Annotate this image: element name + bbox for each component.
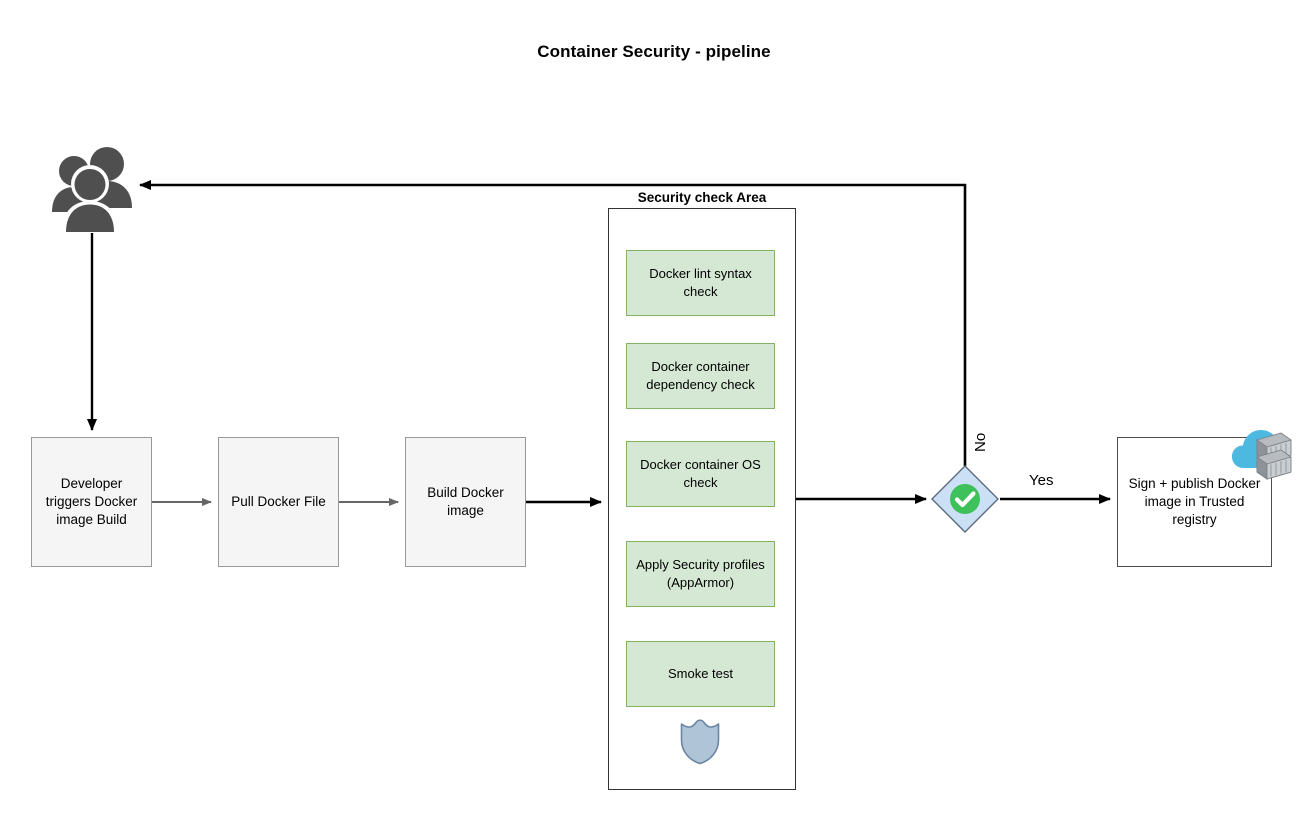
node-developer-triggers[interactable]: Developer triggers Docker image Build	[31, 437, 152, 567]
node-label: Developer triggers Docker image Build	[45, 475, 138, 528]
check-label: Smoke test	[667, 666, 734, 682]
edge-label-yes: Yes	[1029, 472, 1054, 489]
shield-icon	[678, 716, 722, 766]
node-build-docker-image[interactable]: Build Docker image	[405, 437, 526, 567]
check-docker-container-dependency[interactable]: Docker container dependency check	[626, 343, 775, 409]
cloud-server-registry-icon	[1231, 424, 1293, 482]
check-apply-security-profiles[interactable]: Apply Security profiles (AppArmor)	[626, 541, 775, 607]
node-label: Pull Docker File	[231, 493, 326, 509]
check-docker-lint-syntax[interactable]: Docker lint syntax check	[626, 250, 775, 316]
node-label: Build Docker image	[427, 484, 504, 518]
check-label: Apply Security profiles (AppArmor)	[636, 557, 765, 590]
security-area-title: Security check Area	[637, 190, 767, 205]
check-label: Docker container dependency check	[646, 359, 755, 392]
node-sign-publish-registry[interactable]: Sign + publish Docker image in Trusted r…	[1117, 437, 1272, 567]
check-docker-container-os[interactable]: Docker container OS check	[626, 441, 775, 507]
node-pull-docker-file[interactable]: Pull Docker File	[218, 437, 339, 567]
people-group-icon	[44, 140, 140, 236]
check-smoke-test[interactable]: Smoke test	[626, 641, 775, 707]
node-label: Sign + publish Docker image in Trusted r…	[1128, 475, 1261, 528]
check-label: Docker container OS check	[640, 457, 761, 490]
page-title: Container Security - pipeline	[537, 42, 771, 61]
check-label: Docker lint syntax check	[649, 266, 752, 299]
decision-security-gate[interactable]	[930, 464, 1000, 534]
edge-decision-no-to-people	[139, 180, 967, 466]
green-check-circle-icon	[950, 484, 980, 514]
edge-label-no: No	[972, 432, 989, 452]
